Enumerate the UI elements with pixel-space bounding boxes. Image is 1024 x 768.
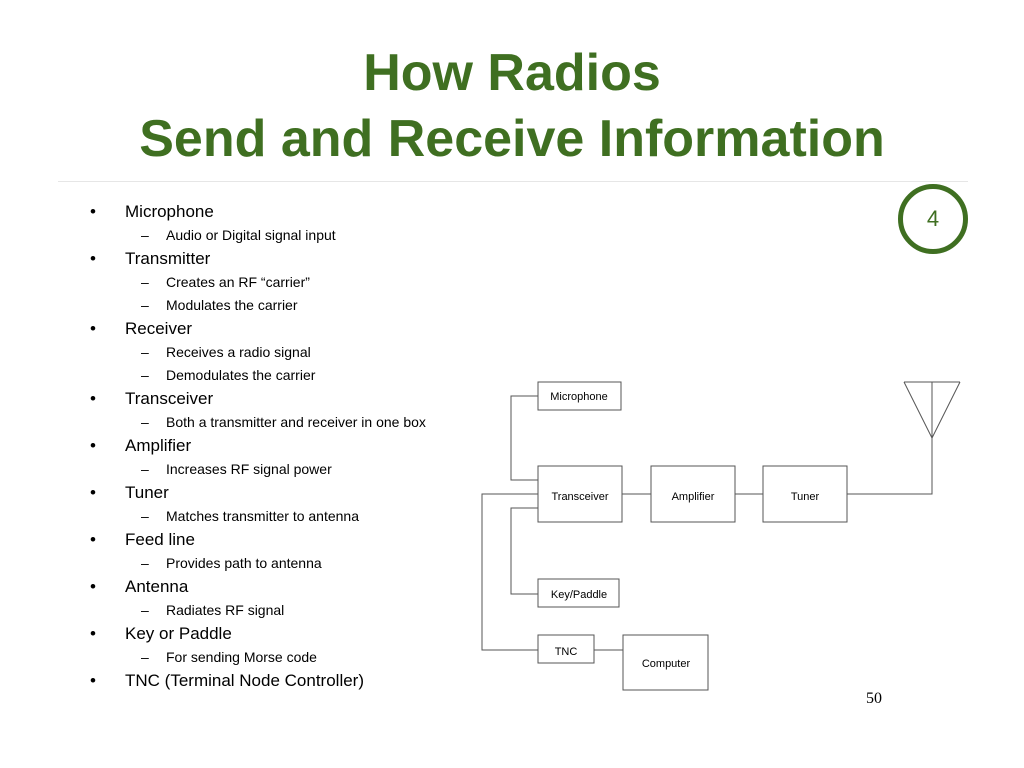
sub-list-item: –Radiates RF signal [141, 602, 285, 618]
tuner-label: Tuner [791, 491, 820, 503]
title-line-1: How Radios [363, 44, 661, 102]
sub-bullet-text: Radiates RF signal [166, 602, 285, 618]
bullet-list: •Microphone –Audio or Digital signal inp… [90, 200, 490, 693]
computer-box [622, 634, 709, 691]
sub-bullet-text: Modulates the carrier [166, 297, 298, 313]
sub-list-item: –Demodulates the carrier [141, 367, 316, 383]
sub-list-item: –Provides path to antenna [141, 555, 322, 571]
list-item: •Feed line [90, 530, 195, 549]
slide-badge: 4 [898, 184, 968, 254]
microphone-box [537, 381, 622, 411]
sub-bullet-text: Both a transmitter and receiver in one b… [166, 414, 426, 430]
sub-bullet-text: Increases RF signal power [166, 461, 332, 477]
tnc-label: TNC [555, 646, 578, 658]
microphone-label: Microphone [550, 391, 607, 403]
list-item: •Key or Paddle [90, 624, 232, 643]
transceiver-to-tnc-line [481, 493, 538, 651]
connector-lines [481, 395, 933, 651]
sub-list-item: –Matches transmitter to antenna [141, 508, 359, 524]
tnc-box [537, 634, 595, 664]
slide-title: How Radios Send and Receive Information [0, 40, 1024, 172]
sub-bullet-text: Audio or Digital signal input [166, 227, 336, 243]
list-item: •TNC (Terminal Node Controller) [90, 671, 365, 690]
sub-list-item: –Both a transmitter and receiver in one … [141, 414, 426, 430]
list-item: •Transmitter [90, 249, 211, 268]
bullet-text: Antenna [125, 577, 189, 596]
badge-number: 4 [926, 206, 940, 231]
list-item: •Antenna [90, 577, 189, 596]
sub-list-item: –Audio or Digital signal input [141, 227, 336, 243]
sub-list-item: –Modulates the carrier [141, 297, 298, 313]
bullet-text: Transmitter [125, 249, 211, 268]
sub-bullet-text: Demodulates the carrier [166, 367, 316, 383]
bullet-text: Tuner [125, 483, 169, 502]
title-divider [58, 181, 968, 182]
tuner-box [762, 465, 848, 523]
bullet-text: TNC (Terminal Node Controller) [125, 671, 365, 690]
sub-list-item: –Receives a radio signal [141, 344, 311, 360]
list-item: •Receiver [90, 319, 193, 338]
sub-bullet-text: Creates an RF “carrier” [166, 274, 310, 290]
transceiver-box [537, 465, 623, 523]
sub-bullet-text: Matches transmitter to antenna [166, 508, 359, 524]
key-paddle-box [537, 578, 620, 608]
transceiver-label: Transceiver [551, 491, 608, 503]
amplifier-label: Amplifier [672, 491, 715, 503]
mic-to-transceiver-line [510, 395, 538, 481]
bullet-text: Receiver [125, 319, 193, 338]
key-paddle-label: Key/Paddle [551, 589, 607, 601]
list-item: •Microphone [90, 202, 214, 221]
bullet-text: Feed line [125, 530, 195, 549]
feed-line [847, 438, 933, 495]
sub-bullet-text: Receives a radio signal [166, 344, 311, 360]
sub-list-item: –Increases RF signal power [141, 461, 332, 477]
page-number: 50 [866, 690, 882, 707]
computer-label: Computer [642, 658, 691, 670]
sub-bullet-text: For sending Morse code [166, 649, 317, 665]
list-item: •Amplifier [90, 436, 192, 455]
bullet-text: Transceiver [125, 389, 214, 408]
sub-list-item: –For sending Morse code [141, 649, 317, 665]
sub-bullet-text: Provides path to antenna [166, 555, 322, 571]
antenna-icon [903, 381, 961, 440]
list-item: •Tuner [90, 483, 169, 502]
title-line-2: Send and Receive Information [139, 110, 885, 168]
list-item: •Transceiver [90, 389, 214, 408]
sub-list-item: –Creates an RF “carrier” [141, 274, 310, 290]
amplifier-box [650, 465, 736, 523]
bullet-text: Microphone [125, 202, 214, 221]
bullet-text: Amplifier [125, 436, 192, 455]
bullet-text: Key or Paddle [125, 624, 232, 643]
transceiver-to-key-line [510, 507, 538, 595]
